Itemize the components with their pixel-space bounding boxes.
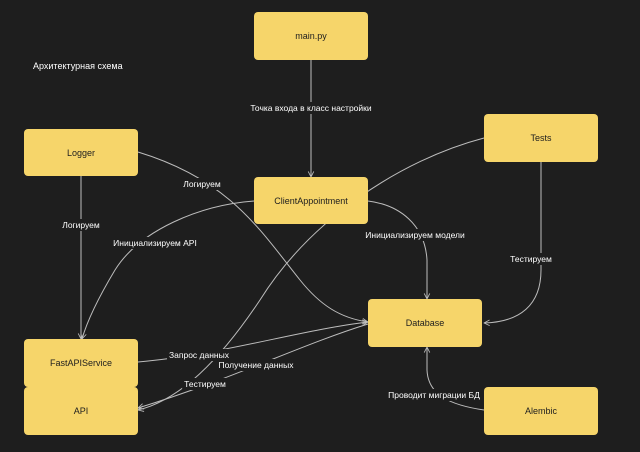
edge-label-tests-db: Тестируем (508, 253, 554, 265)
node-tests[interactable]: Tests (484, 114, 598, 162)
edge-client-db (367, 200, 427, 299)
edge-logger-db (137, 151, 368, 322)
edge-label-client-fastapi: Инициализируем API (111, 237, 199, 249)
edge-tests-db (484, 162, 542, 323)
node-client-appointment[interactable]: ClientAppointment (254, 177, 368, 224)
edge-client-fastapi (82, 200, 255, 339)
node-main[interactable]: main.py (254, 12, 368, 60)
edge-label-main-client: Точка входа в класс настройки (248, 102, 374, 114)
node-alembic[interactable]: Alembic (484, 387, 598, 435)
edge-label-logger-db: Логируем (181, 178, 223, 190)
diagram-title: Архитектурная схема (33, 61, 123, 71)
edge-label-client-db: Инициализируем модели (363, 229, 467, 241)
edge-label-logger-fastapi: Логируем (60, 219, 102, 231)
node-logger[interactable]: Logger (24, 129, 138, 176)
node-fastapi-service[interactable]: FastAPIService (24, 339, 138, 387)
edge-label-alembic-db: Проводит миграции БД (386, 389, 482, 401)
node-api[interactable]: API (24, 387, 138, 435)
edge-label-fastapi-db: Запрос данных (167, 349, 231, 361)
node-database[interactable]: Database (368, 299, 482, 347)
edge-label-tests-api: Тестируем (182, 378, 228, 390)
edge-label-db-api: Получение данных (216, 359, 296, 371)
